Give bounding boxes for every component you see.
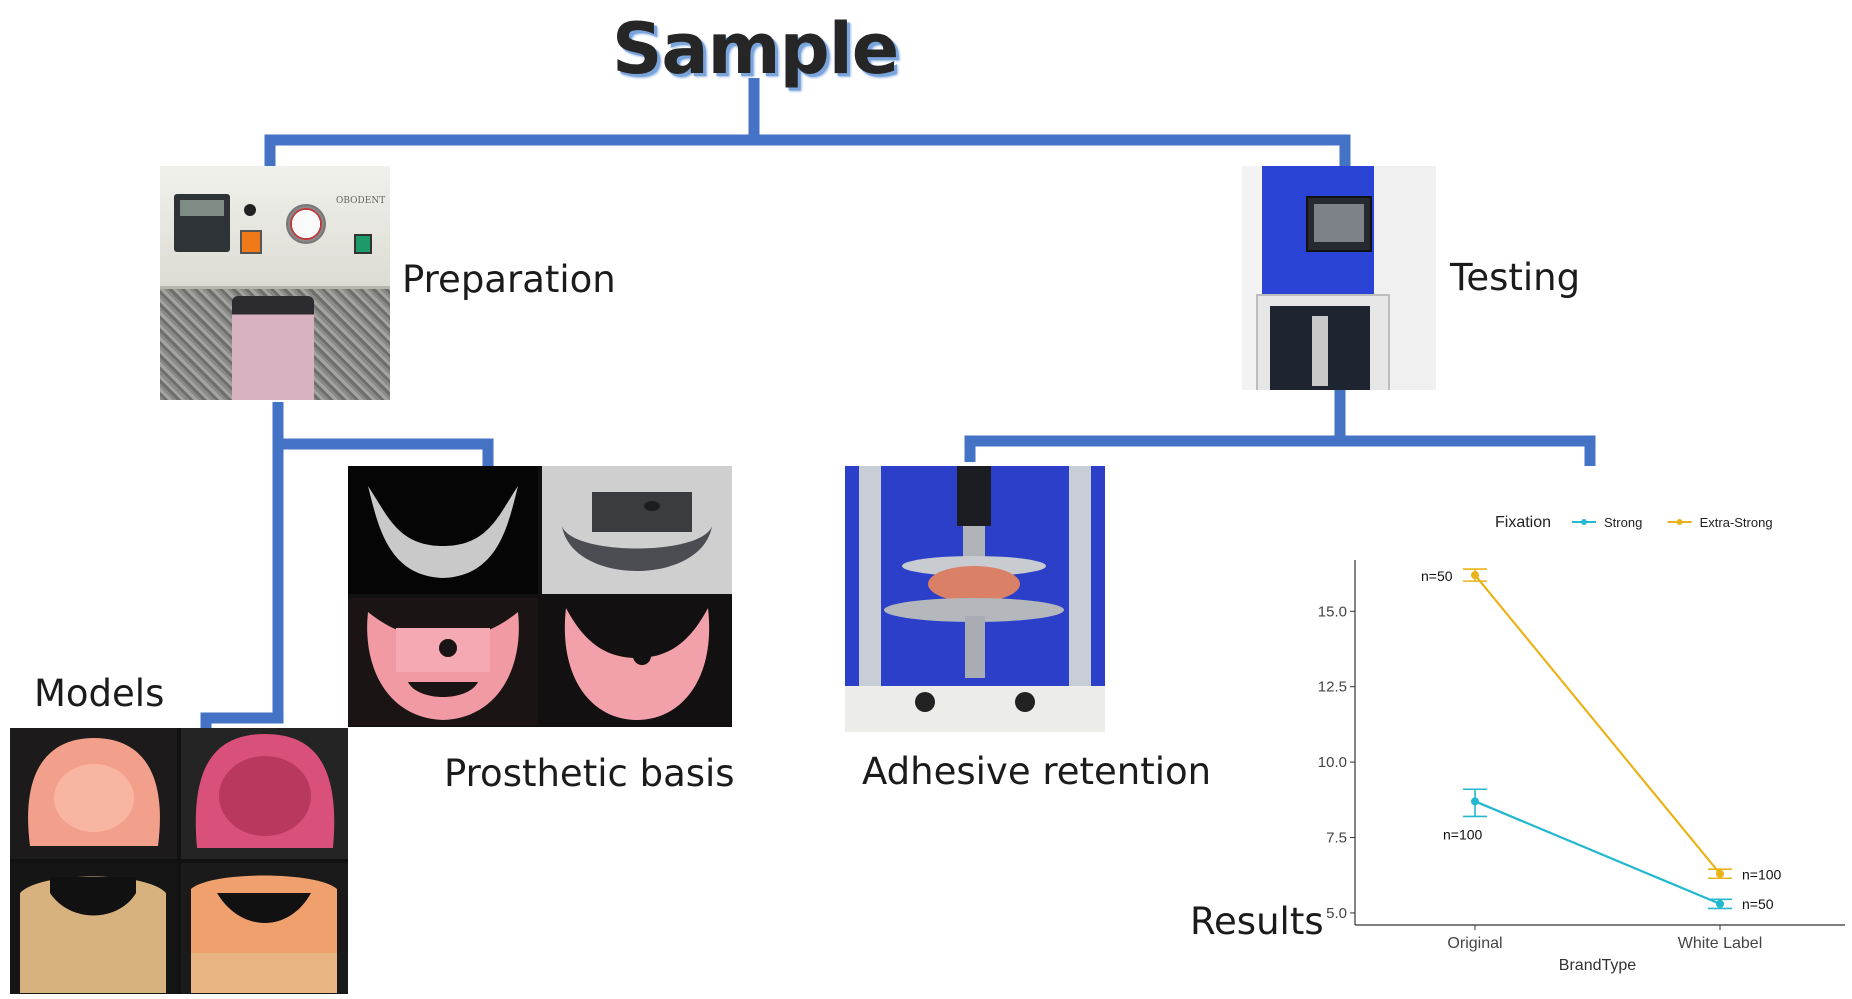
y-tick-label: 10.0 [1318, 754, 1347, 771]
y-tick-label: 15.0 [1318, 603, 1347, 620]
data-point [1471, 571, 1479, 580]
series-line [1474, 574, 1721, 875]
adhesive-retention-label: Adhesive retention [862, 750, 1212, 793]
x-tick-label: Original [1447, 935, 1502, 952]
preparation-label: Preparation [402, 258, 616, 301]
testing-label: Testing [1450, 256, 1581, 299]
adhesive-retention-image [845, 466, 1105, 732]
legend-label: Strong [1604, 515, 1642, 530]
y-tick-label: 7.5 [1326, 830, 1347, 847]
data-label: n=50 [1742, 896, 1774, 912]
prosthetic-basis-image-grid [348, 466, 732, 727]
legend-label: Extra-Strong [1700, 515, 1773, 530]
models-image-grid [10, 728, 348, 994]
data-point [1716, 899, 1724, 908]
legend-title: Fixation [1495, 514, 1551, 531]
connector-testing-to-children [964, 390, 1596, 466]
data-label: n=50 [1421, 568, 1453, 584]
data-point [1716, 869, 1724, 878]
models-label: Models [34, 672, 165, 715]
x-tick-label: White Label [1678, 935, 1763, 952]
data-point [1471, 797, 1479, 806]
preparation-machine-image: OBODENT [160, 166, 390, 400]
connector-preparation-to-children [200, 402, 494, 730]
data-label: n=100 [1742, 867, 1782, 883]
legend-key-point [1581, 519, 1587, 525]
testing-machine-image [1242, 166, 1436, 390]
prosthetic-basis-label: Prosthetic basis [444, 752, 735, 795]
y-tick-label: 5.0 [1326, 905, 1347, 922]
machine-brand-label: OBODENT [336, 196, 386, 206]
x-axis-title: BrandType [1559, 957, 1636, 974]
results-label: Results [1190, 900, 1324, 943]
series-line [1474, 800, 1721, 905]
y-tick-label: 12.5 [1318, 679, 1347, 696]
legend-key-point [1676, 519, 1683, 525]
data-label: n=100 [1443, 826, 1483, 842]
diagram-title: Sample [612, 8, 899, 90]
connector-sample-to-branches [264, 78, 1351, 168]
